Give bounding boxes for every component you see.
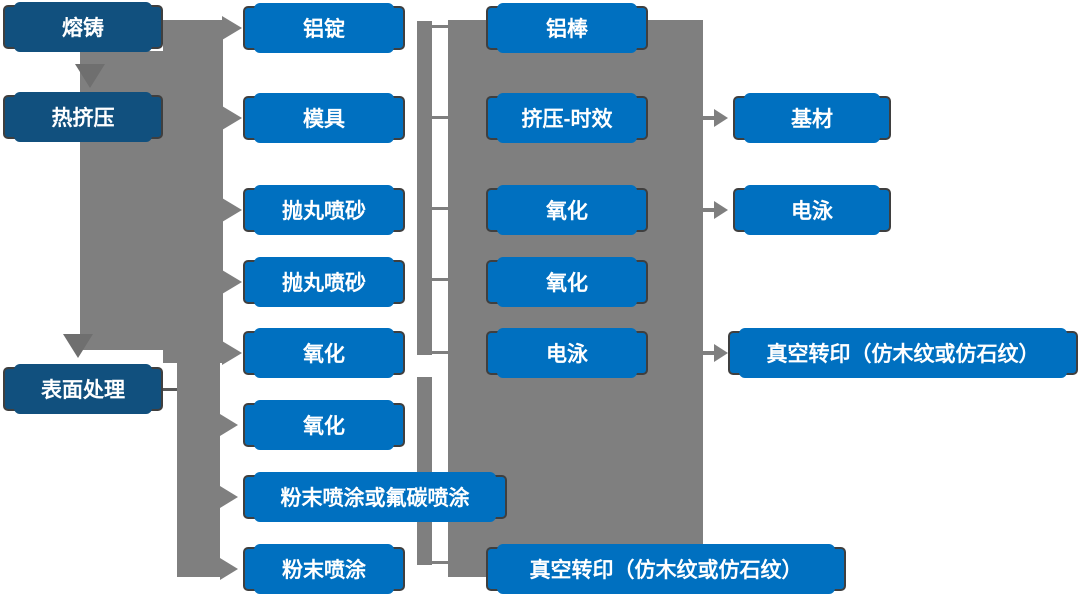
node-powder-coating: 粉末喷涂 (243, 544, 405, 594)
arrow-stem-substrate (703, 116, 715, 120)
bus-tap-line-row2 (432, 116, 448, 119)
arrow-to-powder-coating (220, 558, 238, 580)
node-anodizing-1: 氧化 (243, 328, 405, 378)
down-arrow-to-surface-treatment (63, 334, 93, 358)
node-vacuum-transfer-print-2: 真空转印（仿木纹或仿石纹） (728, 328, 1078, 378)
node-shot-blasting-2: 抛丸喷砂 (243, 257, 405, 307)
node-electrophoresis-1: 电泳 (486, 328, 648, 378)
arrow-stem-vacuum-transfer (703, 351, 715, 355)
stage-surface-treatment: 表面处理 (3, 364, 163, 414)
arrow-to-electrophoresis-2 (714, 201, 728, 219)
middle-bus-upper (417, 21, 432, 355)
arrow-to-vacuum-transfer-2 (714, 344, 728, 362)
arrow-to-anodizing-2 (220, 414, 238, 436)
arrow-to-aluminum-ingot (222, 16, 242, 40)
node-anodizing-2: 氧化 (243, 400, 405, 450)
node-anodizing-4: 氧化 (486, 257, 648, 307)
node-mold: 模具 (243, 93, 405, 143)
node-shot-blasting-1: 抛丸喷砂 (243, 185, 405, 235)
arrow-to-anodizing-1 (222, 341, 242, 365)
node-aluminum-rod: 铝棒 (486, 3, 648, 53)
stage-melting-casting: 熔铸 (3, 2, 163, 52)
bus-tap-line-row1 (432, 25, 448, 28)
middle-bus-lower (417, 377, 432, 565)
node-powder-or-fluorocarbon-coating: 粉末喷涂或氟碳喷涂 (243, 472, 507, 522)
down-arrow-to-hot-extrusion (75, 64, 105, 88)
bus-tap-line-row8 (432, 561, 448, 564)
node-electrophoresis-2: 电泳 (733, 185, 891, 235)
bus-tap-line-row4 (432, 278, 448, 281)
main-trunk-upper-band (163, 20, 223, 363)
node-substrate: 基材 (733, 93, 891, 143)
node-aluminum-ingot: 铝锭 (243, 3, 405, 53)
surface-treatment-sub-trunk (177, 350, 220, 577)
arrow-to-powder-or-fluorocarbon (220, 486, 238, 508)
node-vacuum-transfer-print-1: 真空转印（仿木纹或仿石纹） (486, 544, 846, 594)
arrow-to-shot-blasting-2 (222, 270, 242, 294)
stage-hot-extrusion: 热挤压 (3, 92, 163, 142)
surface-treatment-connector-line (163, 388, 177, 391)
arrow-stem-electrophoresis (703, 208, 715, 212)
node-anodizing-3: 氧化 (486, 185, 648, 235)
arrow-to-substrate (714, 109, 728, 127)
node-extrusion-aging: 挤压-时效 (486, 93, 648, 143)
arrow-to-mold (222, 106, 242, 130)
bus-tap-line-row3 (432, 207, 448, 210)
bus-tap-line-row5 (432, 351, 448, 354)
arrow-to-shot-blasting-1 (222, 198, 242, 222)
